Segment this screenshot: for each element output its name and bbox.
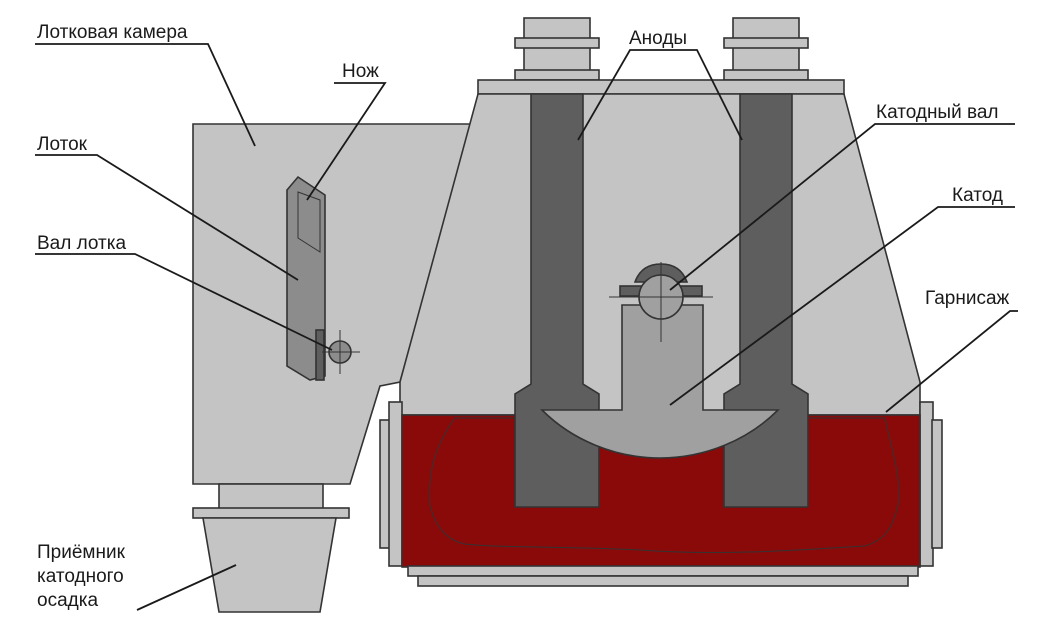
cathode [540, 304, 780, 459]
right-side-plate-outer [931, 419, 943, 549]
tray-assembly [286, 175, 360, 381]
label-cathode-shaft: Катодный вал [876, 102, 999, 123]
label-tray-shaft: Вал лотка [37, 233, 126, 254]
label-tray: Лоток [37, 134, 88, 155]
bottom-rail [407, 565, 919, 577]
left-side-plate [388, 401, 403, 567]
label-receiver-line1: Приёмник [37, 542, 126, 563]
anode-left [514, 93, 600, 508]
label-receiver-line3: осадка [37, 590, 98, 611]
label-tray-chamber: Лотковая камера [37, 22, 188, 43]
deposit-receiver [192, 483, 350, 613]
bottom-rail-lower [417, 575, 909, 587]
knife-blade [297, 191, 321, 253]
electrolyzer-body [379, 17, 943, 587]
label-anodes: Аноды [629, 28, 687, 49]
melt [429, 417, 900, 554]
top-cover [477, 79, 845, 95]
label-skull: Гарнисаж [925, 288, 1010, 309]
label-cathode: Катод [952, 185, 1003, 206]
tray-bracket [315, 329, 325, 381]
right-side-plate [919, 401, 934, 567]
receiver-hopper [202, 517, 337, 613]
labels: Лотковая камера Нож Лоток Вал лотка Приё… [37, 22, 1010, 611]
leader-lines [35, 43, 1018, 611]
receiver-neck [218, 483, 324, 511]
cathode-shaft [609, 262, 713, 342]
label-receiver-line2: катодного [37, 566, 124, 587]
label-knife: Нож [342, 61, 379, 82]
receiver-flange [192, 507, 350, 519]
